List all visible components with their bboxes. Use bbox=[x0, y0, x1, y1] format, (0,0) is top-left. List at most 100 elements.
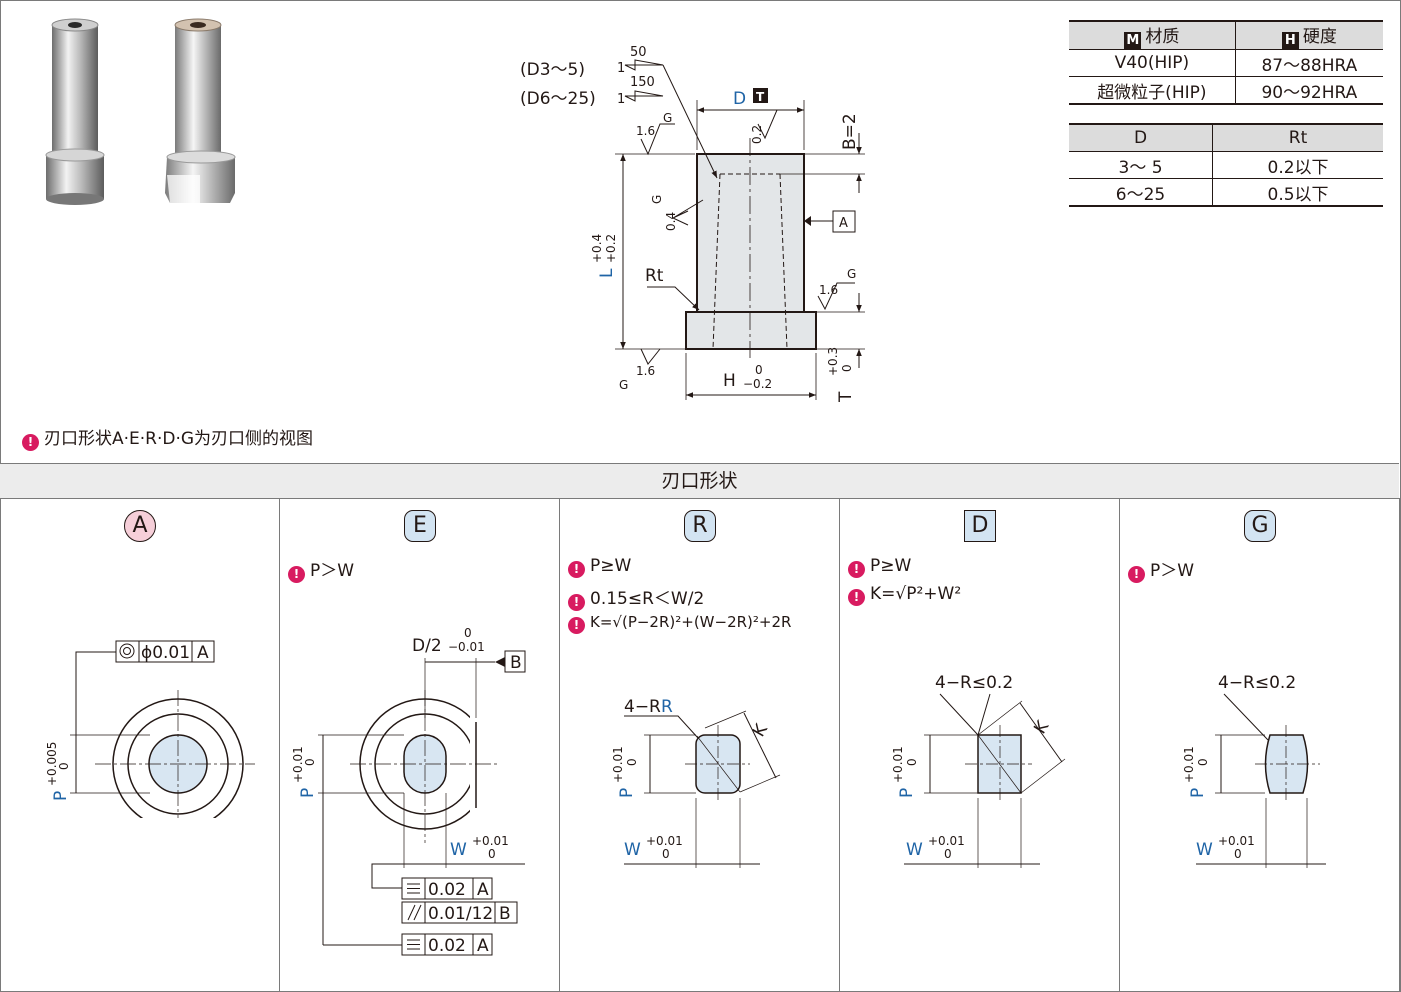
dim-w-d: W bbox=[906, 840, 923, 860]
shape-r-condition: ! 0.15≤R＜W/2 bbox=[568, 584, 704, 611]
shape-d-condition: ! K=√P²+W² bbox=[848, 584, 961, 606]
tol-t-lower: 0 bbox=[840, 364, 854, 372]
shape-r-drawing: 4−R R P +0.01 0 W +0.01 0 K bbox=[611, 697, 781, 868]
info-pin-icon: ! bbox=[568, 561, 585, 578]
d-corner: 4−R≤0.2 bbox=[935, 673, 1013, 693]
info-pin-icon: ! bbox=[568, 617, 585, 634]
taper-150: 150 bbox=[630, 75, 655, 90]
hardness-mark: H bbox=[1281, 32, 1299, 49]
dim-w-e: W bbox=[450, 840, 467, 860]
tol-h-lower: −0.2 bbox=[743, 377, 772, 391]
shape-badge-g: G bbox=[1244, 510, 1276, 542]
dim-p-e: P bbox=[298, 788, 318, 798]
dim-k-d: K bbox=[1030, 717, 1053, 738]
rough-16-a: 1.6 bbox=[636, 124, 655, 138]
view-note: !刃口形状A·E·R·D·G为刃口侧的视图 bbox=[22, 424, 313, 451]
rt-table: D Rt 3～ 5 0.2以下 6～25 0.5以下 bbox=[1069, 123, 1383, 207]
rough-16-c: 1.6 bbox=[636, 364, 655, 378]
tol-w-d-upper: +0.01 bbox=[928, 834, 965, 848]
tol-w-r-lower: 0 bbox=[662, 847, 670, 861]
tol-p-d-lower: 0 bbox=[905, 758, 919, 766]
material-cell: V40(HIP) bbox=[1069, 49, 1236, 77]
tol-w-g-upper: +0.01 bbox=[1218, 834, 1255, 848]
rough-g-a: G bbox=[663, 111, 672, 125]
hardness-cell: 90～92HRA bbox=[1234, 76, 1383, 105]
hardness-cell: 87～88HRA bbox=[1234, 49, 1383, 77]
tol-w-e-upper: +0.01 bbox=[472, 834, 509, 848]
tol-l-minus: +0.2 bbox=[604, 234, 618, 263]
fcf-e1-value: 0.02 bbox=[428, 880, 466, 900]
r-corner: 4−R bbox=[624, 697, 661, 717]
dim-w-g: W bbox=[1196, 840, 1213, 860]
hardness-header: 硬度 bbox=[1302, 27, 1337, 47]
taper-50: 50 bbox=[630, 45, 647, 60]
shape-column-a: A ϕ0.01 A P +0.005 0 bbox=[0, 498, 280, 991]
tol-w-g-lower: 0 bbox=[1234, 847, 1242, 861]
dim-p-d: P bbox=[897, 788, 917, 798]
section-title: 刃口形状 bbox=[0, 463, 1399, 499]
condition-text: P＞W bbox=[1150, 561, 1195, 581]
info-pin-icon: ! bbox=[568, 594, 585, 611]
rough-g-b: G bbox=[650, 195, 664, 204]
shape-g-condition: !P＞W bbox=[1128, 556, 1194, 583]
dim-d: D bbox=[733, 89, 746, 109]
fcf-a-datum: A bbox=[197, 643, 209, 663]
shape-column-g: G !P＞W 4−R≤0.2 P +0.01 0 W +0.01 0 bbox=[1120, 498, 1400, 991]
shape-column-r: R ! P≥W ! 0.15≤R＜W/2 !K=√(P−2R)²+(W−2R)²+2… bbox=[560, 498, 840, 991]
product-photos bbox=[45, 18, 236, 205]
condition-text: P≥W bbox=[870, 556, 912, 576]
fcf-e3-value: 0.02 bbox=[428, 936, 466, 956]
shape-d-condition: ! P≥W bbox=[848, 556, 911, 578]
dim-d2: D/2 bbox=[412, 636, 442, 656]
shape-r-condition: !K=√(P−2R)²+(W−2R)²+2R bbox=[568, 613, 791, 634]
punch-bushing-photo-2 bbox=[165, 18, 236, 203]
shape-e-condition: !P＞W bbox=[288, 556, 354, 583]
tol-p-e-upper: +0.01 bbox=[291, 746, 305, 783]
tol-p-d-upper: +0.01 bbox=[891, 746, 905, 783]
shape-d-drawing: 4−R≤0.2 P +0.01 0 W +0.01 0 K bbox=[891, 673, 1066, 868]
tol-t-upper: +0.3 bbox=[826, 347, 840, 376]
shape-badge-a: A bbox=[124, 510, 156, 542]
tol-p-e-lower: 0 bbox=[303, 758, 317, 766]
tol-p-a-lower: 0 bbox=[57, 762, 71, 770]
fcf-e1-datum: A bbox=[477, 880, 489, 900]
fcf-e3-datum: A bbox=[477, 936, 489, 956]
condition-text: K=√P²+W² bbox=[870, 584, 962, 604]
label-rt: Rt bbox=[645, 266, 664, 286]
dim-l: L bbox=[597, 268, 617, 278]
dim-p-a: P bbox=[51, 791, 71, 801]
datum-a: A bbox=[839, 216, 848, 231]
rough-g-c: G bbox=[847, 267, 856, 281]
g-corner: 4−R≤0.2 bbox=[1218, 673, 1296, 693]
info-pin-icon: ! bbox=[288, 566, 305, 583]
material-cell: 超微粒子(HIP) bbox=[1069, 76, 1236, 105]
shape-badge-r: R bbox=[684, 510, 716, 542]
tol-w-e-lower: 0 bbox=[488, 847, 496, 861]
tol-w-r-upper: +0.01 bbox=[646, 834, 683, 848]
dim-p-r: P bbox=[617, 788, 637, 798]
info-pin-icon: ! bbox=[848, 561, 865, 578]
info-pin-icon: ! bbox=[848, 589, 865, 606]
shape-badge-d: D bbox=[964, 510, 996, 542]
punch-bushing-photo-1 bbox=[45, 18, 105, 205]
fcf-e2-datum: B bbox=[499, 904, 511, 924]
shape-g-drawing: 4−R≤0.2 P +0.01 0 W +0.01 0 bbox=[1182, 673, 1326, 868]
tol-p-g-lower: 0 bbox=[1196, 758, 1210, 766]
dim-t: T bbox=[836, 391, 856, 403]
tol-p-a-upper: +0.005 bbox=[45, 742, 59, 786]
view-note-text: 刃口形状A·E·R·D·G为刃口侧的视图 bbox=[44, 429, 314, 449]
callout-d6: (D6～25) bbox=[520, 89, 596, 109]
tol-l-plus: +0.4 bbox=[590, 234, 604, 263]
shape-badge-e: E bbox=[404, 510, 436, 542]
condition-text: 0.15≤R＜W/2 bbox=[590, 589, 705, 609]
rt-d-cell: 3～ 5 bbox=[1069, 151, 1213, 179]
shape-r-condition: ! P≥W bbox=[568, 556, 631, 578]
bushing-body bbox=[696, 153, 805, 313]
rt-d-header: D bbox=[1069, 123, 1213, 152]
condition-text: P≥W bbox=[590, 556, 632, 576]
tol-w-d-lower: 0 bbox=[944, 847, 952, 861]
taper-1b: 1 bbox=[617, 92, 625, 107]
rough-g-d: G bbox=[619, 378, 628, 392]
shape-column-d: D ! P≥W ! K=√P²+W² 4−R≤0.2 P +0.01 0 W +0.… bbox=[840, 498, 1120, 991]
tol-h-upper: 0 bbox=[755, 363, 763, 377]
